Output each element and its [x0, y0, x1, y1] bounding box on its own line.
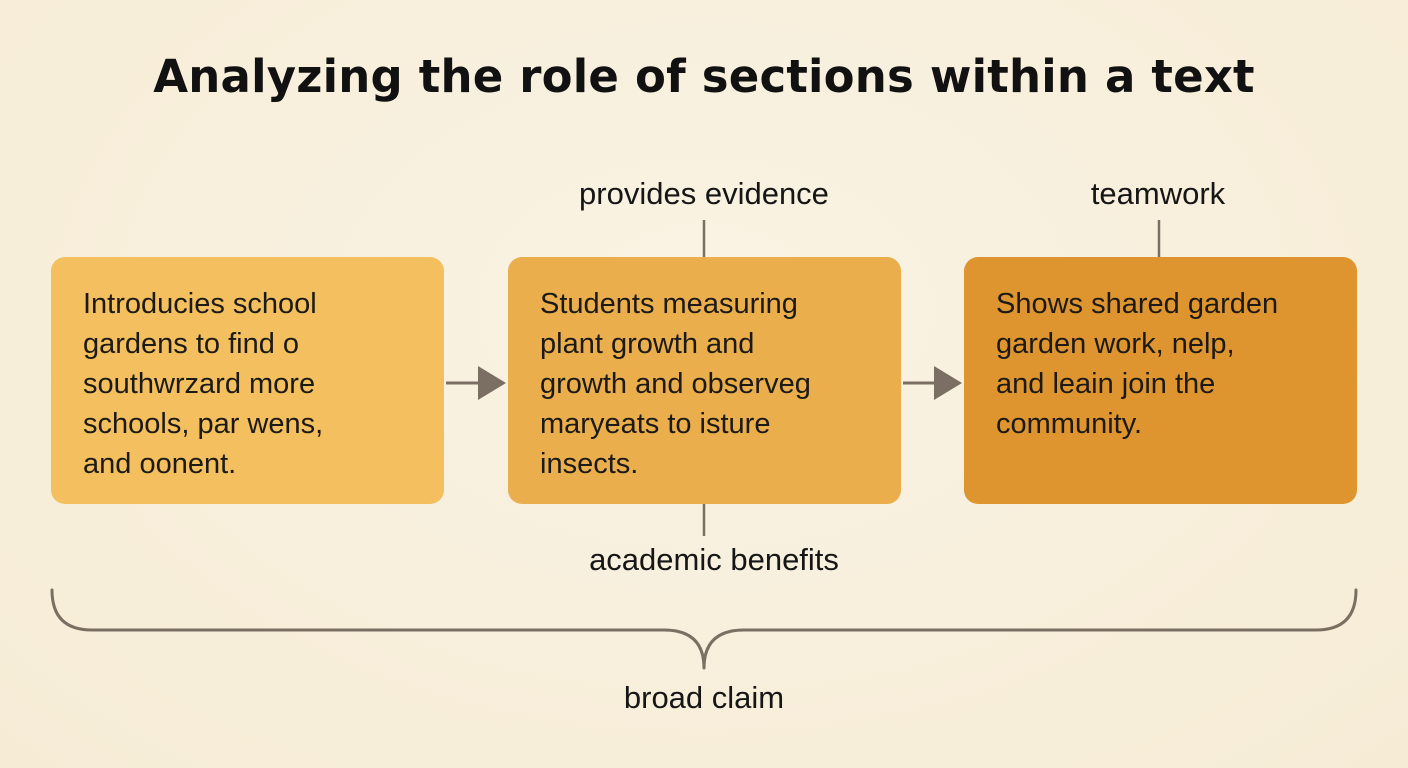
box-text-line: and leain join the	[996, 368, 1216, 400]
box-text-line: insects.	[540, 448, 639, 480]
arrow-1-head	[478, 366, 506, 400]
box-text-line: and oonent.	[83, 448, 237, 480]
diagram-title: Analyzing the role of sections within a …	[153, 50, 1255, 103]
label-teamwork: teamwork	[1090, 176, 1226, 211]
box-text-line: Shows shared garden	[996, 288, 1279, 320]
box-text-line: schools, par wens,	[83, 408, 324, 440]
label-broad-claim: broad claim	[623, 680, 785, 715]
box-text-line: Students measuring	[540, 288, 798, 320]
box-text-line: gardens to find o	[83, 328, 300, 360]
box-text-line: southwrzard more	[83, 368, 316, 400]
box-text-line: community.	[996, 408, 1143, 440]
label-provides-evidence: provides evidence	[579, 176, 829, 211]
section-box-community: Shows shared garden garden work, nelp, a…	[964, 257, 1357, 504]
arrow-2-head	[934, 366, 962, 400]
broad-claim-brace	[50, 588, 1358, 670]
box-text-line: growth and observeg	[540, 368, 811, 400]
box-text-line: garden work, nelp,	[996, 328, 1235, 360]
section-box-evidence: Students measuring plant growth and grow…	[508, 257, 901, 504]
label-academic-benefits: academic benefits	[589, 542, 839, 577]
box-text-line: plant growth and	[540, 328, 755, 360]
section-box-introduction: Introducies school gardens to find o sou…	[51, 257, 444, 504]
box-text-line: maryeats to isture	[540, 408, 771, 440]
box-text-line: Introducies school	[83, 288, 317, 320]
